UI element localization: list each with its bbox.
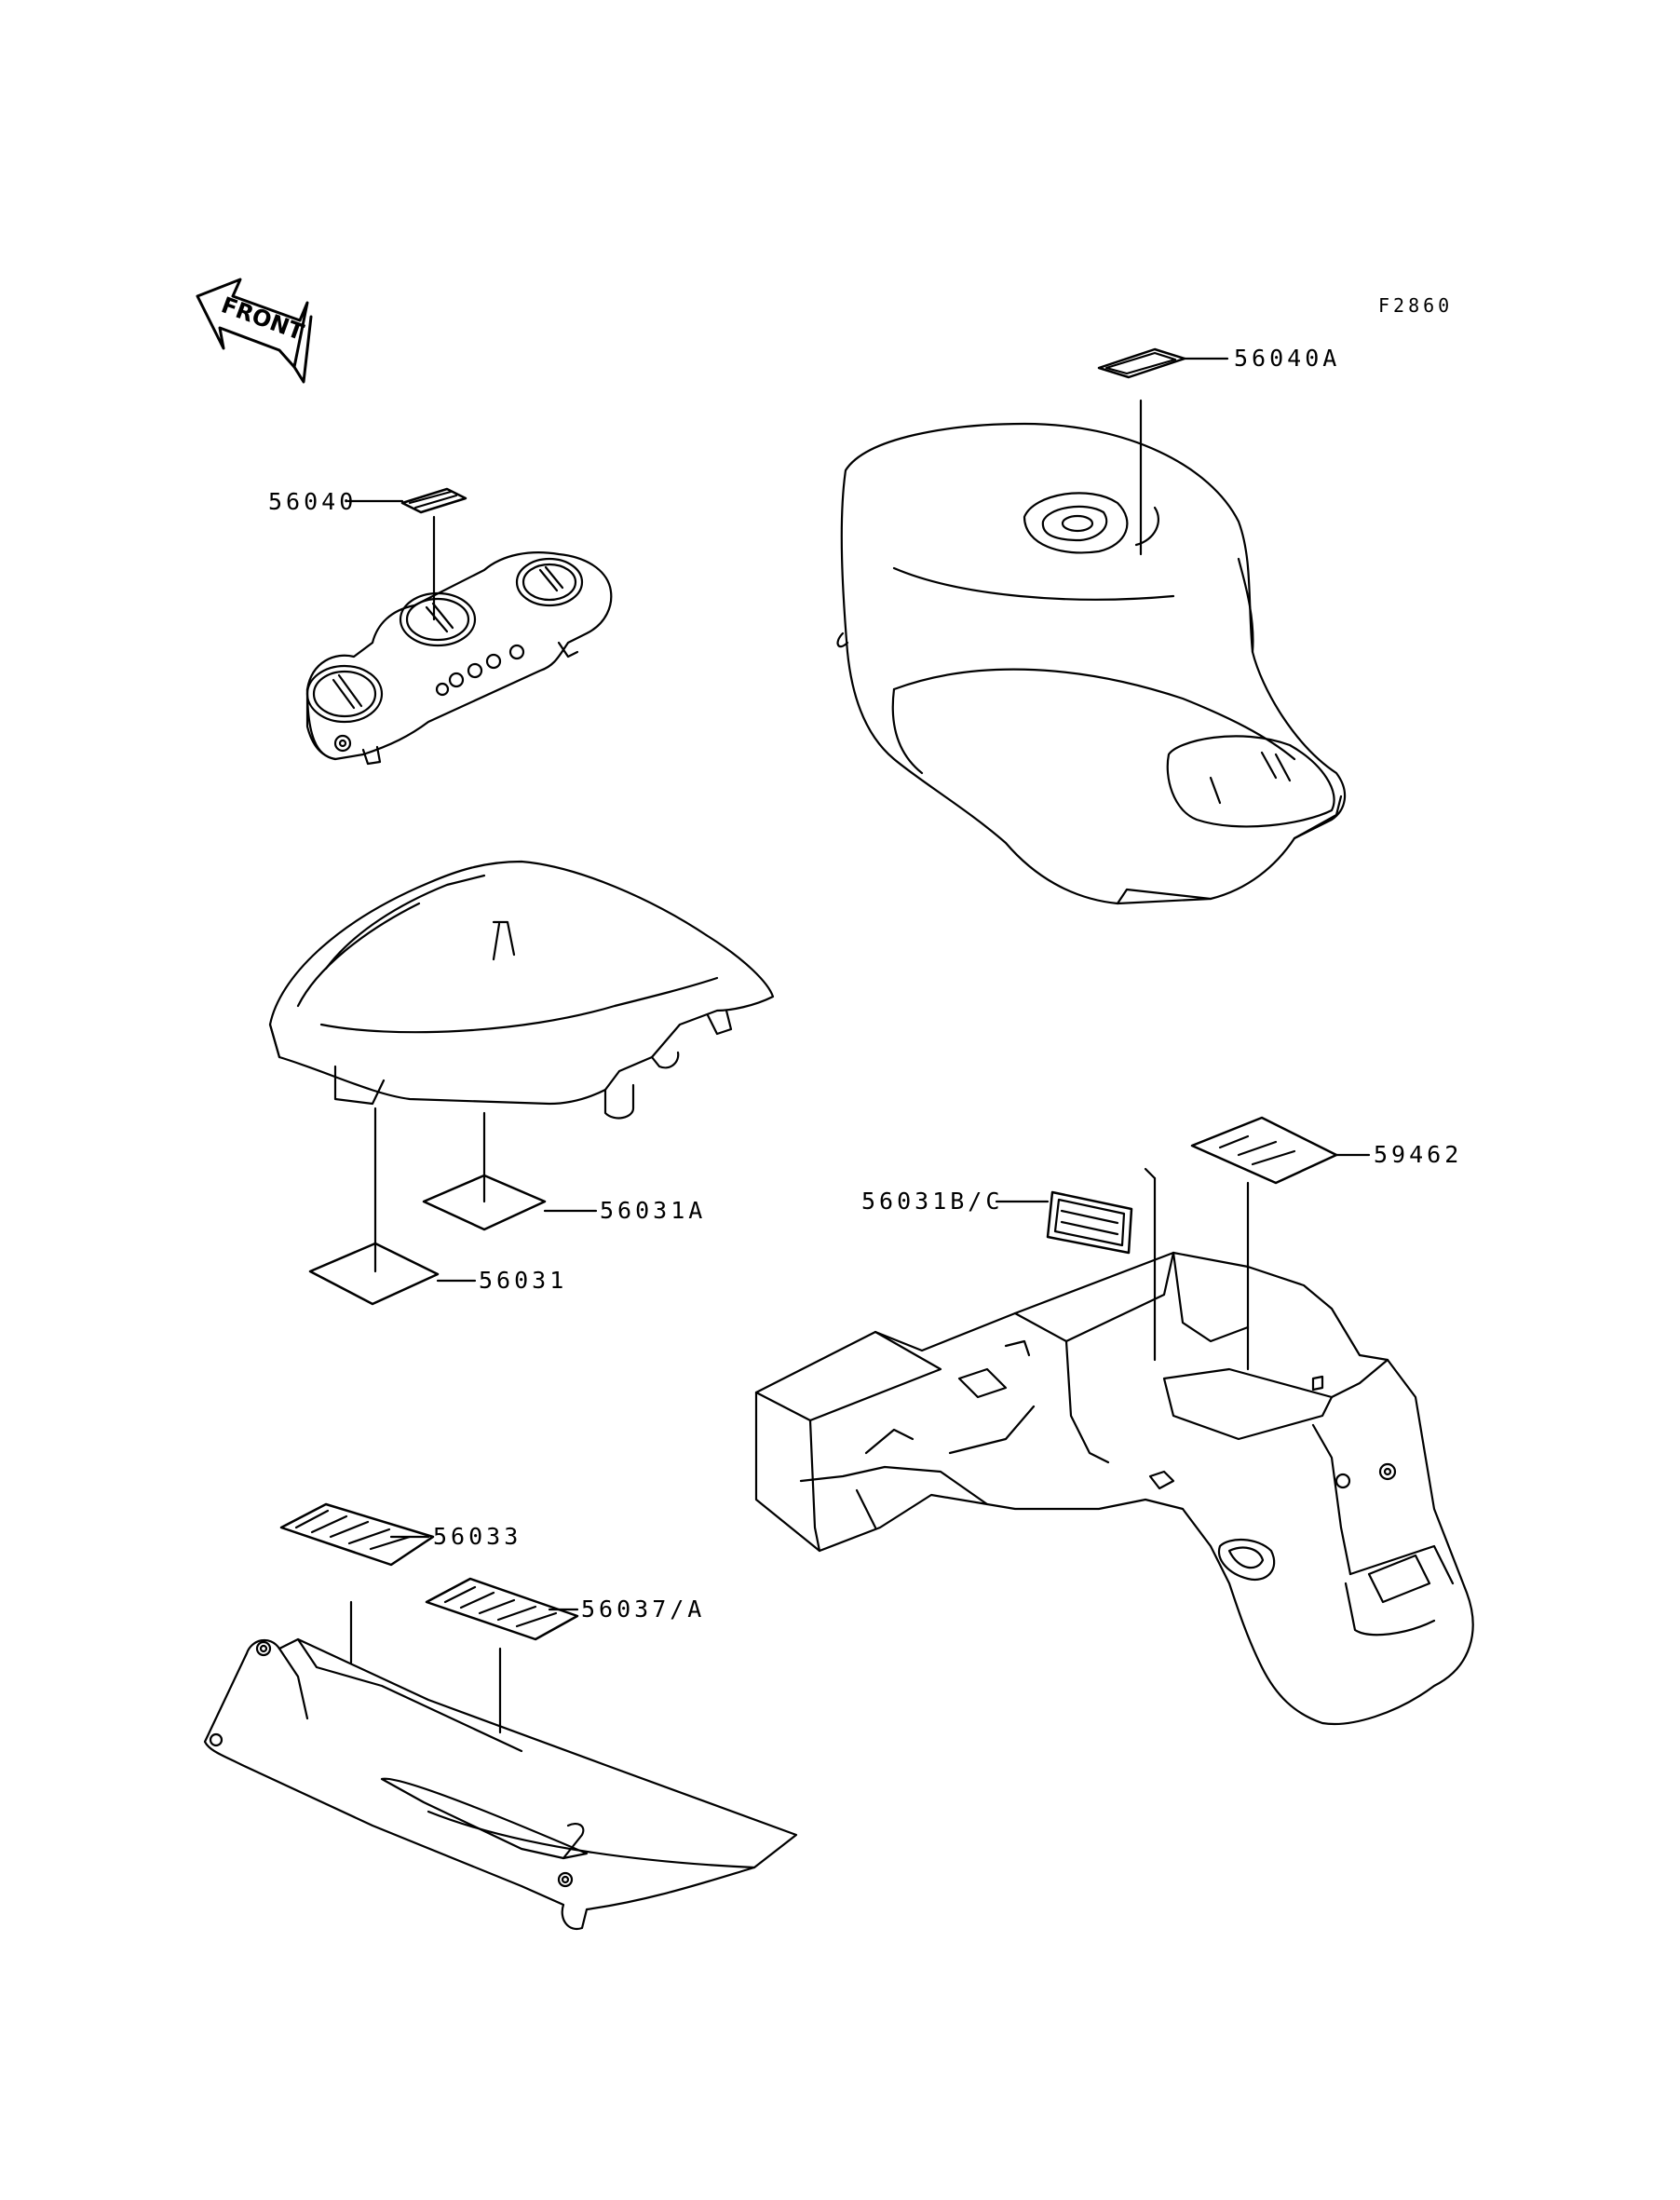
label-56037A-shape (425, 1577, 579, 1734)
callout-56040: 56040 (268, 488, 358, 515)
label-56040A-shape (1097, 347, 1229, 556)
label-59462-shape (1190, 1116, 1371, 1371)
figure-code: F2860 (1378, 294, 1454, 317)
callout-56031A: 56031A (600, 1197, 707, 1224)
label-56031BC-shape (995, 1167, 1157, 1362)
callout-56040A: 56040A (1234, 345, 1341, 372)
label-56031A-shape (422, 1111, 598, 1231)
meter-drawing (305, 551, 613, 766)
label-56040-shape (346, 487, 467, 621)
label-56031-shape (308, 1107, 477, 1306)
fuel-tank-drawing (836, 422, 1347, 905)
callout-56037A: 56037/A (581, 1596, 706, 1623)
callout-59462: 59462 (1374, 1141, 1463, 1168)
chain-guard-drawing (203, 1637, 798, 1931)
callout-56031BC: 56031B/C (861, 1188, 1004, 1215)
seat-drawing (268, 860, 775, 1120)
label-56033-shape (279, 1502, 435, 1664)
callout-56031: 56031 (479, 1267, 568, 1294)
svg-text:FRONT: FRONT (218, 292, 307, 346)
front-arrow-icon: FRONT (196, 278, 313, 384)
fender-drawing (754, 1251, 1474, 1725)
callout-56033: 56033 (433, 1523, 522, 1550)
